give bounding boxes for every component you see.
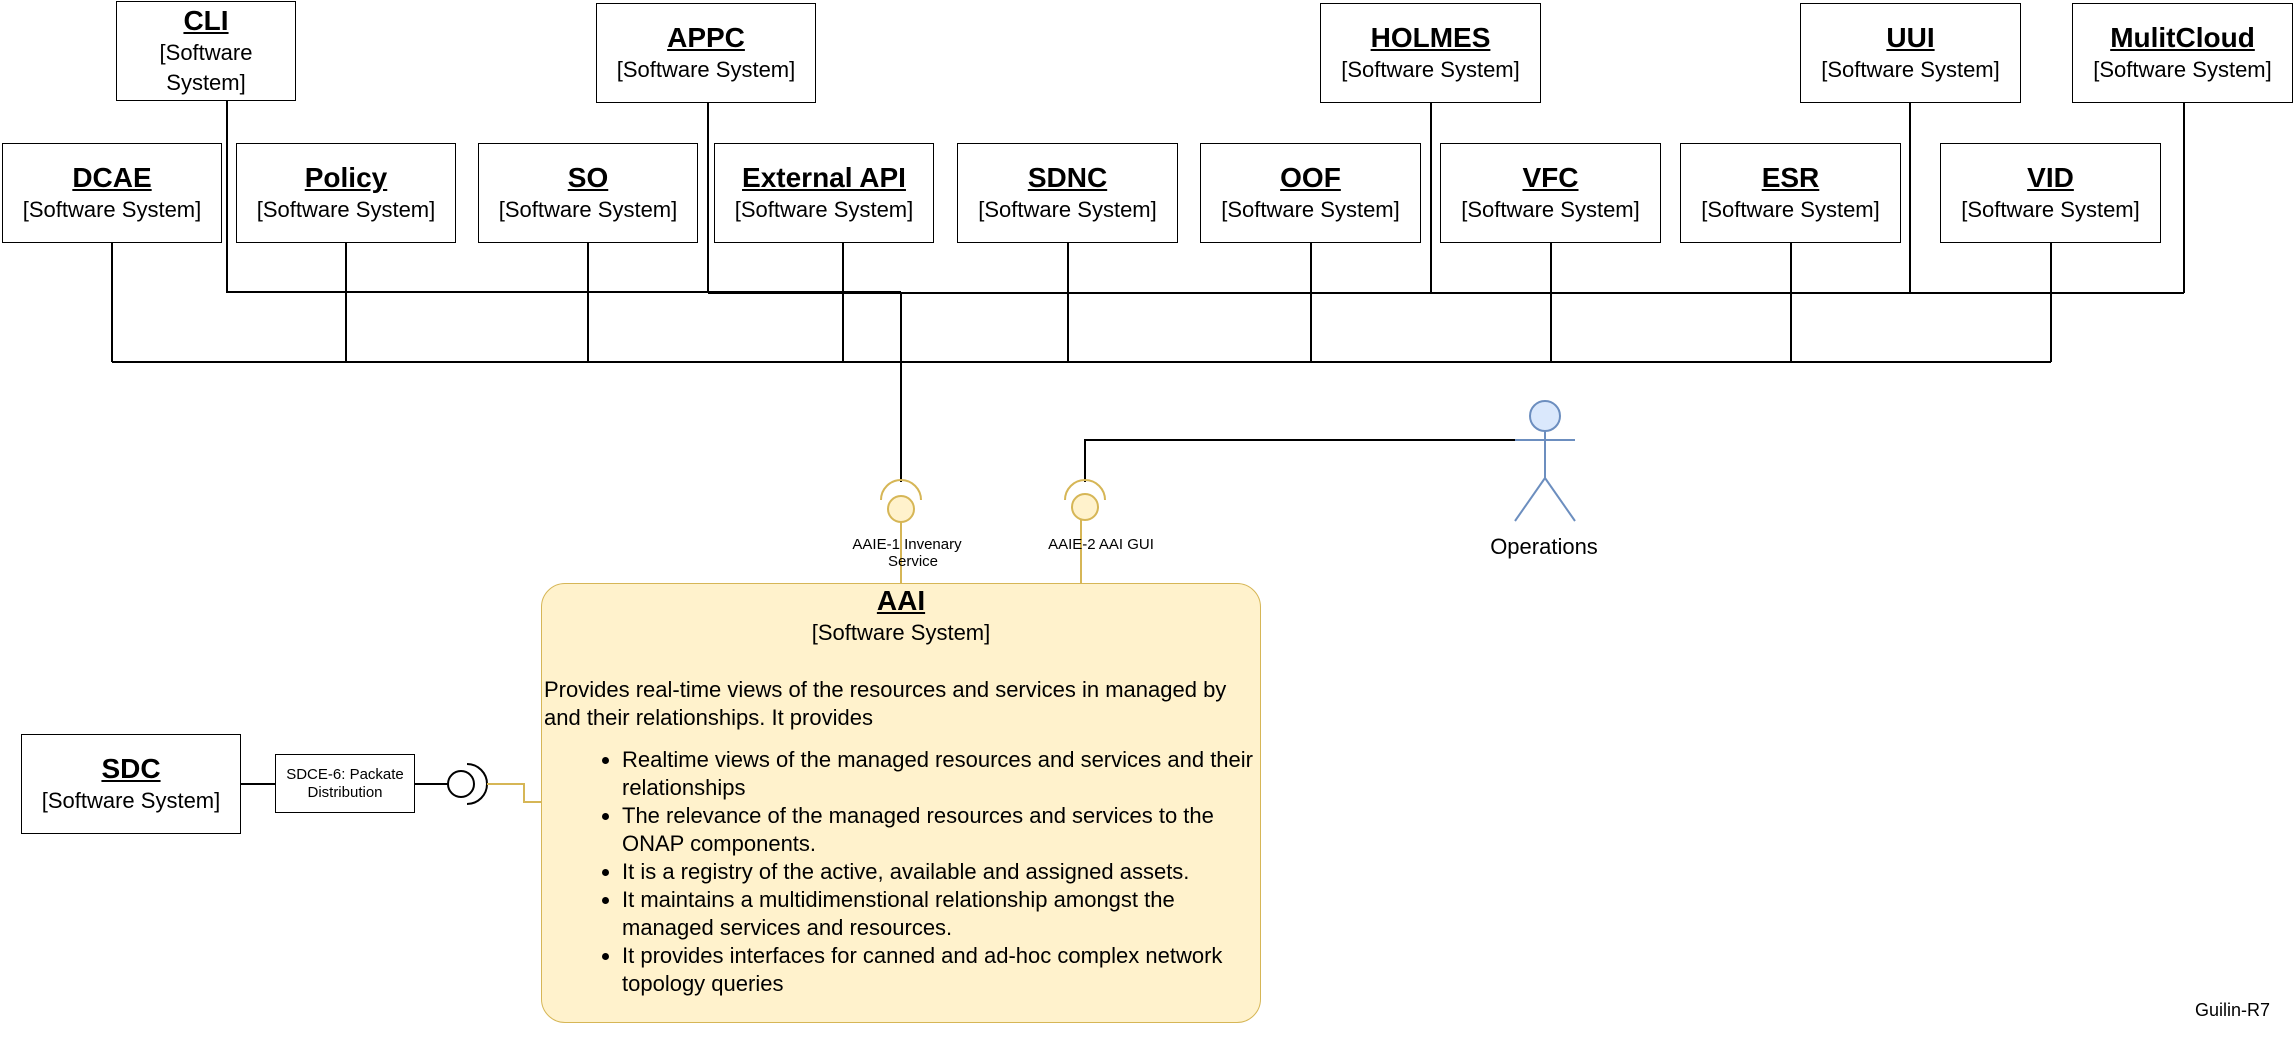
system-name: VID bbox=[2027, 162, 2074, 193]
system-box-sdc[interactable]: SDC [Software System] bbox=[21, 734, 241, 834]
aai-bullet-list: Realtime views of the managed resources … bbox=[542, 746, 1260, 998]
operations-actor-icon bbox=[1514, 400, 1576, 522]
aaie1-label-line1: AAIE-1 Invenary bbox=[852, 536, 962, 553]
sdce6-interface-label: SDCE-6: Packate Distribution bbox=[275, 754, 415, 813]
system-type: [Software System] bbox=[256, 197, 436, 222]
aai-bullet: It is a registry of the active, availabl… bbox=[622, 858, 1260, 886]
connector-operations bbox=[1084, 439, 1515, 482]
system-box-so[interactable]: SO [Software System] bbox=[478, 143, 698, 243]
sdce6-interface-icon bbox=[447, 763, 541, 805]
system-name: MulitCloud bbox=[2110, 22, 2255, 53]
aaie1-interface-icon bbox=[880, 479, 922, 583]
system-type: [Software System] bbox=[616, 57, 796, 82]
system-type: [Software System] bbox=[2093, 57, 2272, 82]
operations-actor-label: Operations bbox=[1490, 534, 1598, 559]
system-name: VFC bbox=[1522, 162, 1579, 193]
system-box-policy[interactable]: Policy [Software System] bbox=[236, 143, 456, 243]
system-type: [Software System] bbox=[41, 788, 221, 813]
system-type: [Software System] bbox=[978, 197, 1157, 222]
aaie2-interface-icon bbox=[1064, 479, 1106, 583]
system-box-oof[interactable]: OOF [Software System] bbox=[1200, 143, 1421, 243]
system-box-cli[interactable]: CLI [Software System] bbox=[116, 1, 296, 101]
system-box-multicloud[interactable]: MulitCloud [Software System] bbox=[2072, 3, 2293, 103]
system-box-external-api[interactable]: External API [Software System] bbox=[714, 143, 934, 243]
aaie1-label-line2: Service bbox=[887, 553, 939, 570]
system-box-sdnc[interactable]: SDNC [Software System] bbox=[957, 143, 1178, 243]
system-name: OOF bbox=[1280, 162, 1341, 193]
aaie2-label: AAIE-2 AAI GUI bbox=[1048, 536, 1154, 553]
system-name: SDC bbox=[101, 753, 161, 784]
system-name: HOLMES bbox=[1370, 22, 1491, 53]
aai-bullet: The relevance of the managed resources a… bbox=[622, 802, 1260, 858]
system-name: APPC bbox=[667, 22, 745, 53]
system-name: SDNC bbox=[1027, 162, 1108, 193]
aai-description: Provides real-time views of the resource… bbox=[544, 677, 1227, 730]
system-name: UUI bbox=[1886, 22, 1935, 53]
system-name: Policy bbox=[304, 162, 388, 193]
connector-cli bbox=[226, 101, 901, 293]
aai-name: AAI bbox=[876, 585, 926, 616]
aai-system-box[interactable]: AAI [Software System] Provides real-time… bbox=[541, 583, 1261, 1023]
system-box-dcae[interactable]: DCAE [Software System] bbox=[2, 143, 222, 243]
system-box-uui[interactable]: UUI [Software System] bbox=[1800, 3, 2021, 103]
system-name: DCAE bbox=[72, 162, 152, 193]
aai-bullet: It provides interfaces for canned and ad… bbox=[622, 942, 1260, 998]
system-box-vid[interactable]: VID [Software System] bbox=[1940, 143, 2161, 243]
version-footer: Guilin-R7 bbox=[2194, 1000, 2270, 1020]
system-name: CLI bbox=[183, 5, 229, 36]
aai-bullet: Realtime views of the managed resources … bbox=[622, 746, 1260, 802]
system-name: External API bbox=[742, 162, 906, 193]
system-type: [Software System] bbox=[22, 197, 202, 222]
system-type: [Software System] bbox=[498, 197, 678, 222]
system-box-appc[interactable]: APPC [Software System] bbox=[596, 3, 816, 103]
system-box-vfc[interactable]: VFC [Software System] bbox=[1440, 143, 1661, 243]
system-type: [Software System] bbox=[159, 40, 253, 95]
system-type: [Software System] bbox=[1961, 197, 2140, 222]
aai-type: [Software System] bbox=[811, 620, 991, 645]
system-name: ESR bbox=[1761, 162, 1820, 193]
system-type: [Software System] bbox=[1341, 57, 1520, 82]
system-name: SO bbox=[567, 162, 609, 193]
system-type: [Software System] bbox=[734, 197, 914, 222]
aaie1-label: AAIE-1 Invenary Service bbox=[832, 536, 982, 570]
system-box-esr[interactable]: ESR [Software System] bbox=[1680, 143, 1901, 243]
system-box-holmes[interactable]: HOLMES [Software System] bbox=[1320, 3, 1541, 103]
aai-bullet: It maintains a multidimenstional relatio… bbox=[622, 886, 1260, 942]
system-type: [Software System] bbox=[1821, 57, 2000, 82]
system-type: [Software System] bbox=[1701, 197, 1880, 222]
system-type: [Software System] bbox=[1221, 197, 1400, 222]
system-type: [Software System] bbox=[1461, 197, 1640, 222]
